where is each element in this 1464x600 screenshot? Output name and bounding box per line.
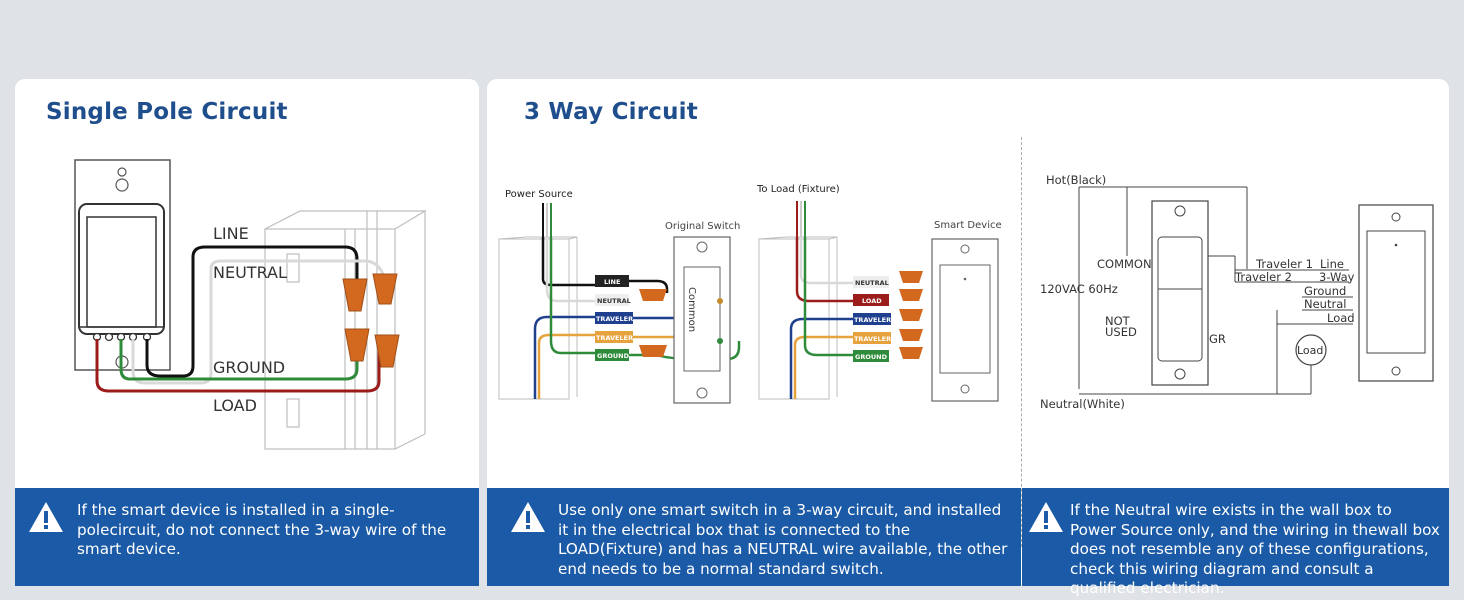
used-label: USED — [1105, 325, 1137, 339]
hot-label: Hot(Black) — [1046, 173, 1106, 187]
load-circle-label: Load — [1297, 344, 1323, 357]
tag-ground-b: GROUND — [855, 353, 888, 361]
wiring-schematic: Hot(Black) 120VAC 60Hz COMMON NOT USED G… — [1040, 173, 1434, 411]
neutral-warning-banner: If the Neutral wire exists in the wall b… — [1022, 488, 1449, 597]
tag-load-b: LOAD — [862, 297, 882, 305]
not-label: NOT — [1105, 314, 1131, 328]
to-load-label: To Load (Fixture) — [756, 184, 840, 195]
single-pole-diagram: LINE NEUTRAL GROUND LOAD — [74, 159, 428, 450]
power-source-label: Power Source — [505, 189, 573, 200]
smart-device-label: Smart Device — [934, 220, 1002, 231]
smart-device — [74, 159, 171, 371]
neutral-white-label: Neutral(White) — [1040, 397, 1125, 411]
three-way-card: 3 Way Circuit Power Source LINE NEUTRAL — [487, 79, 1449, 597]
original-switch-label: Original Switch — [665, 221, 740, 232]
ground-wire — [119, 339, 359, 381]
label-ground: GROUND — [213, 358, 285, 377]
diagram-power-source: Power Source LINE NEUTRAL TRAVELER 1 TRA… — [498, 189, 740, 404]
warning-icon — [511, 502, 545, 532]
warning-icon — [1029, 502, 1063, 532]
ground-label: Ground — [1304, 284, 1346, 298]
load-label: Load — [1327, 311, 1355, 325]
tag-traveler1-b: TRAVELER 1 — [854, 316, 898, 324]
gr-label: GR — [1209, 332, 1226, 346]
single-pole-warning-text: If the smart device is installed in a si… — [77, 501, 447, 558]
label-line: LINE — [213, 224, 249, 243]
wire-nut-icon — [342, 273, 400, 368]
three-way-warning-text: Use only one smart switch in a 3-way cir… — [558, 501, 1008, 578]
single-pole-title: Single Pole Circuit — [46, 99, 288, 125]
neutral-label: Neutral — [1304, 297, 1346, 311]
voltage-label: 120VAC 60Hz — [1040, 282, 1118, 296]
common-sch-label: COMMON — [1097, 257, 1152, 271]
wire-nut-icon — [899, 271, 923, 359]
section-divider — [1021, 137, 1022, 547]
tag-neutral-b: NEUTRAL — [855, 279, 889, 287]
warning-icon — [29, 502, 63, 532]
tag-traveler1-a: TRAVELER 1 — [596, 315, 640, 323]
label-neutral: NEUTRAL — [213, 263, 287, 282]
wire-nut-icon — [639, 289, 667, 301]
line-wire — [145, 245, 359, 378]
traveler2-label: Traveler 2 — [1234, 270, 1292, 284]
tag-line-a: LINE — [604, 278, 620, 286]
tag-traveler2-b: TRAVELER 2 — [854, 335, 898, 343]
line-label: Line — [1320, 257, 1344, 271]
tag-neutral-a: NEUTRAL — [597, 297, 631, 305]
tag-ground-a: GROUND — [597, 352, 630, 360]
single-pole-warning-banner: If the smart device is installed in a si… — [15, 488, 479, 586]
tag-traveler2-a: TRAVELER 2 — [596, 334, 640, 342]
label-load: LOAD — [213, 396, 257, 415]
three-way-diagrams: Power Source LINE NEUTRAL TRAVELER 1 TRA… — [498, 173, 1434, 411]
traveler1-label: Traveler 1 — [1255, 257, 1313, 271]
neutral-warning-text: If the Neutral wire exists in the wall b… — [1070, 501, 1440, 597]
three-way-title: 3 Way Circuit — [524, 99, 698, 125]
common-label: Common — [686, 287, 697, 332]
neutral-wire — [131, 259, 389, 385]
diagram-load-box: To Load (Fixture) NEUTRAL LOAD TRAVELER … — [756, 184, 1002, 402]
wire-nut-icon — [639, 345, 667, 357]
load-wire — [95, 339, 381, 393]
three-way-label: 3-Way — [1319, 270, 1355, 284]
three-way-warning-banner: Use only one smart switch in a 3-way cir… — [487, 488, 1021, 586]
single-pole-card: Single Pole Circuit — [15, 79, 479, 586]
